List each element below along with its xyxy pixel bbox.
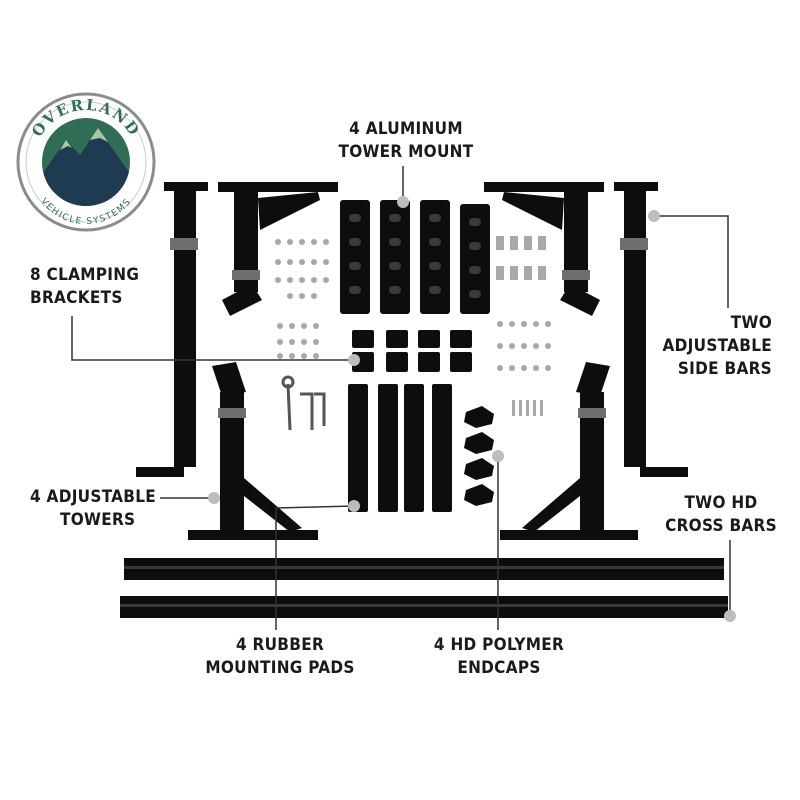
aluminum-tower-mounts — [340, 200, 490, 314]
label-line: MOUNTING PADS — [205, 658, 355, 678]
label-line: TWO HD — [684, 493, 758, 513]
label-rubber-mounting-pads: 4 RUBBER MOUNTING PADS — [200, 634, 360, 680]
label-line: ADJUSTABLE — [662, 336, 772, 356]
tower-upper-right — [484, 182, 604, 316]
callout-markers — [208, 196, 736, 622]
label-line: CROSS BARS — [665, 516, 777, 536]
label-line: ENDCAPS — [457, 658, 541, 678]
wrench-and-hex-keys — [281, 375, 326, 431]
label-polymer-endcaps: 4 HD POLYMER ENDCAPS — [424, 634, 574, 680]
label-adjustable-side-bars: TWO ADJUSTABLE SIDE BARS — [663, 312, 772, 381]
label-line: TOWER MOUNT — [338, 142, 474, 162]
label-line: TWO — [730, 313, 772, 333]
tower-lower-left — [188, 362, 318, 540]
polymer-endcaps — [464, 406, 494, 506]
label-line: 8 CLAMPING — [30, 265, 140, 285]
tower-upper-left — [218, 182, 338, 316]
side-bar-right — [614, 182, 688, 477]
hardware-bolts — [275, 236, 551, 416]
label-line: TOWERS — [60, 510, 136, 530]
label-line: BRACKETS — [30, 288, 123, 308]
label-line: 4 HD POLYMER — [433, 635, 565, 655]
leader-lines — [71, 166, 731, 630]
cross-bars — [120, 558, 728, 618]
rubber-mounting-pads — [348, 384, 452, 512]
label-line: 4 ADJUSTABLE — [30, 487, 157, 507]
label-adjustable-towers: 4 ADJUSTABLE TOWERS — [30, 486, 156, 532]
label-line: 4 ALUMINUM — [349, 119, 463, 139]
label-aluminum-tower-mount: 4 ALUMINUM TOWER MOUNT — [336, 118, 476, 164]
label-line: SIDE BARS — [677, 359, 772, 379]
overland-logo: OVERLAND VEHICLE SYSTEMS — [16, 92, 156, 232]
tower-lower-right — [500, 362, 638, 540]
label-line: 4 RUBBER — [235, 635, 325, 655]
label-hd-cross-bars: TWO HD CROSS BARS — [656, 492, 786, 538]
label-clamping-brackets: 8 CLAMPING BRACKETS — [30, 264, 139, 310]
clamping-brackets — [352, 330, 472, 372]
side-bar-left — [136, 182, 208, 477]
